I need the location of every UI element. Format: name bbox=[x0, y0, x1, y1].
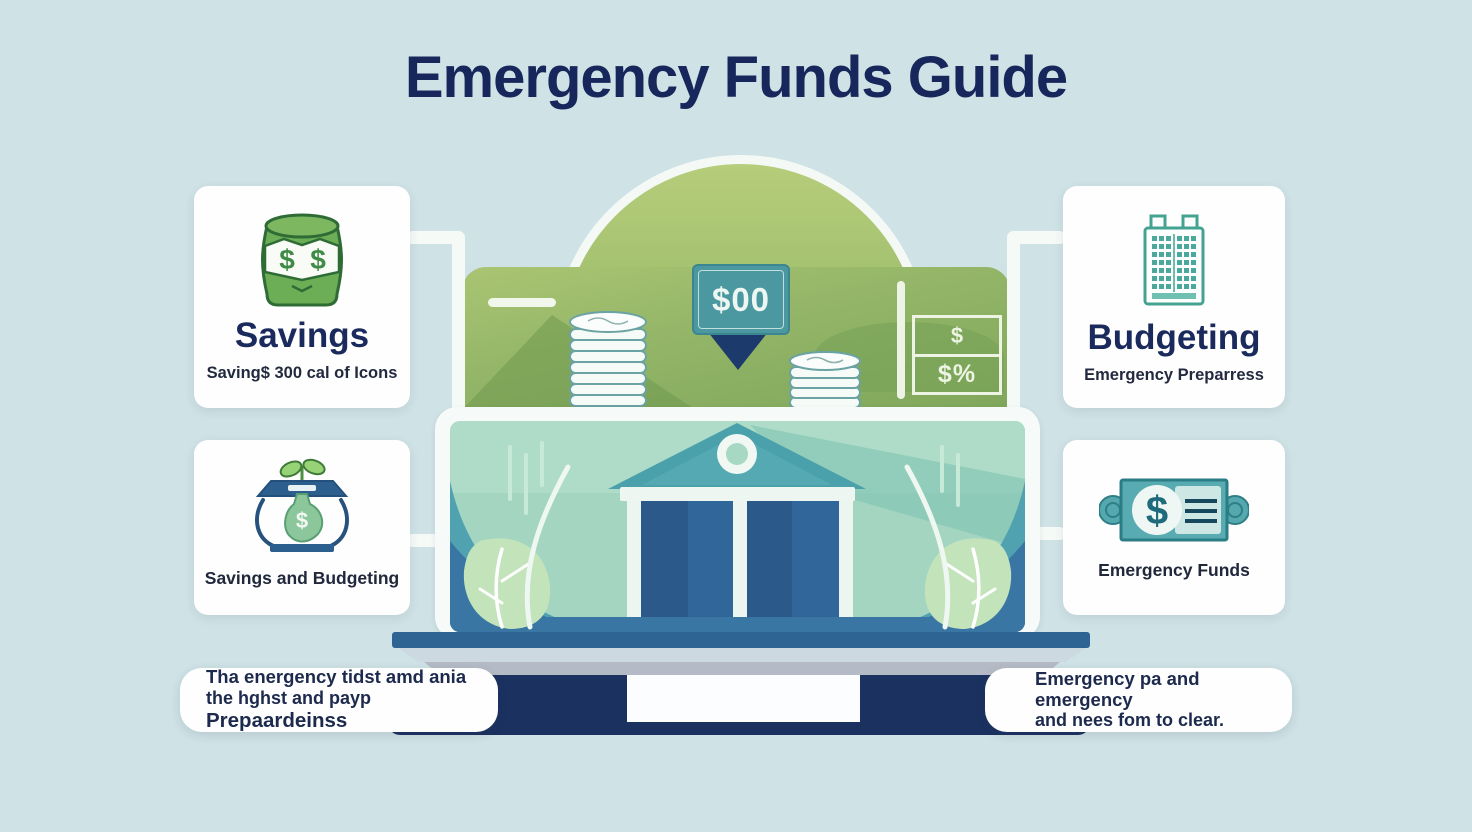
note-right-line2: and nees fom to clear. bbox=[1035, 710, 1225, 731]
connector-right-top bbox=[1008, 231, 1066, 244]
monitor-frame bbox=[435, 407, 1040, 639]
bill-value: $00 bbox=[711, 280, 771, 318]
dollar-bill: $00 bbox=[692, 264, 790, 335]
coin-stack-left-icon bbox=[569, 311, 647, 407]
note-left-line2-text: the hghst and payp bbox=[206, 687, 372, 708]
bank-scene bbox=[450, 421, 1025, 632]
svg-text:$: $ bbox=[296, 508, 308, 533]
connector-left-top bbox=[406, 231, 464, 244]
panel-dash bbox=[488, 298, 556, 307]
rate-box-percent: $% bbox=[937, 359, 977, 388]
monitor-pedestal bbox=[388, 675, 1090, 735]
connector-right-vertical bbox=[1007, 231, 1020, 419]
monitor-base-gray bbox=[424, 662, 1060, 675]
note-left-line2: the hghst and payp Prepaardeinss bbox=[206, 688, 498, 734]
svg-text:$: $ bbox=[1146, 489, 1168, 533]
rate-box-dollar: $ bbox=[915, 318, 999, 357]
note-right: Emergency pa and emergency and nees fom … bbox=[985, 668, 1292, 732]
monitor-base-light bbox=[398, 648, 1086, 662]
money-box-sprout-icon: $ bbox=[255, 458, 349, 552]
svg-text:$: $ bbox=[310, 244, 326, 275]
page-title: Emergency Funds Guide bbox=[404, 45, 1068, 110]
card-savings-budgeting: $ Savings and Budgeting bbox=[194, 440, 410, 615]
connector-left-vertical bbox=[452, 231, 465, 419]
bank-illustration bbox=[450, 421, 1025, 632]
savings-title: Savings bbox=[234, 316, 370, 355]
pedestal-slot bbox=[627, 675, 860, 722]
money-roll-icon: $ $ bbox=[261, 213, 343, 307]
note-right-line1: Emergency pa and emergency bbox=[1035, 667, 1200, 711]
note-left-line1: Tha energency tidst amd ania bbox=[206, 666, 467, 688]
emergency-funds-label: Emergency Funds bbox=[1098, 560, 1250, 580]
card-emergency-funds: $ Emergency Funds bbox=[1063, 440, 1285, 615]
card-budgeting: Budgeting Emergency Preparress bbox=[1063, 186, 1285, 408]
savings-budgeting-label: Savings and Budgeting bbox=[204, 568, 400, 588]
coin-stack-right-icon bbox=[789, 351, 861, 409]
panel-divider-line bbox=[897, 281, 905, 399]
emergency-banknote-icon: $ bbox=[1099, 478, 1249, 542]
card-savings: $ $ Savings Saving$ 300 cal of Icons bbox=[194, 186, 410, 408]
ledger-building-icon bbox=[1143, 214, 1205, 306]
down-arrow-icon bbox=[708, 332, 768, 370]
svg-text:$: $ bbox=[279, 244, 295, 275]
rate-box: $ $% bbox=[912, 315, 1002, 395]
note-left-line2-emphasis: Prepaardeinss bbox=[206, 709, 348, 733]
budgeting-subtitle: Emergency Preparress bbox=[1084, 366, 1264, 384]
monitor-bottom-bar bbox=[392, 632, 1090, 648]
note-left: Tha energency tidst amd ania the hghst a… bbox=[180, 666, 498, 734]
budgeting-title: Budgeting bbox=[1087, 318, 1261, 357]
savings-subtitle: Saving$ 300 cal of Icons bbox=[206, 364, 398, 382]
